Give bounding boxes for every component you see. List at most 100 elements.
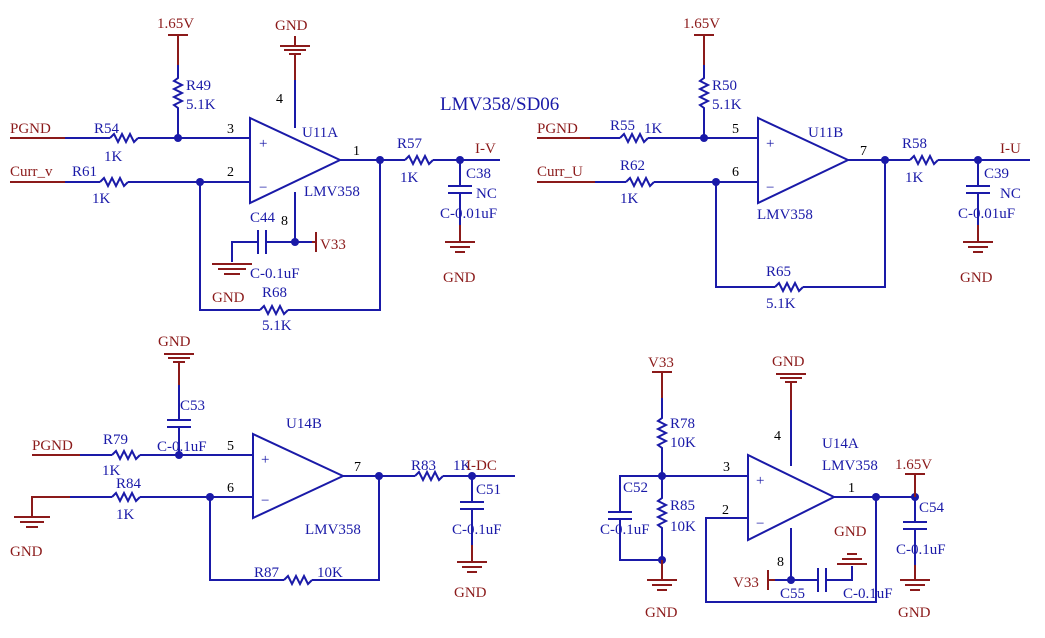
gnd-label: GND [772, 354, 805, 370]
gnd-label: GND [454, 585, 487, 601]
r65-ref: R65 [766, 264, 791, 280]
c52-ref: C52 [623, 480, 648, 496]
r57-value: 1K [400, 170, 419, 186]
pin-number: 2 [722, 503, 729, 518]
pin-number: 7 [860, 144, 867, 159]
r62-resistor [625, 175, 655, 189]
iv-net-label: I-V [475, 141, 496, 157]
plus-sign: + [766, 136, 774, 152]
gnd-label: GND [275, 18, 308, 34]
gnd-label: GND [443, 270, 476, 286]
pin-number: 4 [774, 429, 781, 444]
c39-ref: C39 [984, 166, 1009, 182]
c52-part: C-0.1uF [600, 522, 650, 538]
u14a-opamp [747, 453, 837, 542]
wire [619, 519, 662, 561]
gnd-label: GND [898, 605, 931, 621]
c54-part: C-0.1uF [896, 542, 946, 558]
r49-resistor [171, 65, 185, 138]
u11b-ref: U11B [808, 125, 843, 141]
r79-resistor [111, 448, 141, 462]
wire [199, 182, 260, 311]
pin-number: 1 [848, 481, 855, 496]
v165-label: 1.65V [157, 16, 194, 32]
u14b-circuit: GND C53 C-0.1uF PGND R79 1K 5 GND R84 1K… [10, 334, 515, 601]
r55-ref: R55 [610, 118, 635, 134]
r78-ref: R78 [670, 416, 695, 432]
u14b-ref: U14B [286, 416, 322, 432]
gnd-label: GND [10, 544, 43, 560]
r68-value: 5.1K [262, 318, 292, 334]
u11a-ref: U11A [302, 125, 338, 141]
r50-value: 5.1K [712, 97, 742, 113]
c39-value: NC [1000, 186, 1021, 202]
u14a-ref: U14A [822, 436, 859, 452]
gnd-label: GND [158, 334, 191, 350]
c51-ref: C51 [476, 482, 501, 498]
r61-resistor [99, 175, 129, 189]
r65-resistor [774, 280, 804, 294]
u14a-part: LMV358 [822, 458, 878, 474]
r84-value: 1K [116, 507, 135, 523]
c38-ref: C38 [466, 166, 491, 182]
c38-value: NC [476, 186, 497, 202]
c51-part: C-0.1uF [452, 522, 502, 538]
r55-value: 1K [644, 121, 663, 137]
r65-value: 5.1K [766, 296, 796, 312]
plus-sign: + [261, 452, 269, 468]
wire [715, 182, 775, 288]
v33-label: V33 [648, 355, 674, 371]
r61-ref: R61 [72, 164, 97, 180]
wire [803, 160, 886, 288]
minus-sign: − [261, 493, 269, 509]
r79-value: 1K [102, 463, 121, 479]
r85-value: 10K [670, 519, 696, 535]
r58-resistor [909, 153, 939, 167]
pin-number: 3 [723, 460, 730, 475]
wire [619, 475, 662, 512]
wire [288, 160, 381, 311]
pin-number: 5 [732, 122, 739, 137]
c54-ref: C54 [919, 500, 945, 516]
pin-number: 6 [732, 165, 739, 180]
pgnd-net-label: PGND [537, 121, 578, 137]
v33-label: V33 [320, 237, 346, 253]
u11b-part: LMV358 [757, 207, 813, 223]
junction [872, 493, 880, 501]
u11a-opamp [249, 116, 343, 205]
wire [231, 241, 258, 262]
u14b-opamp [252, 432, 346, 520]
r83-resistor [414, 469, 444, 483]
c53-part: C-0.1uF [157, 439, 207, 455]
minus-sign: − [756, 516, 764, 532]
r85-resistor [655, 476, 669, 560]
pin-number: 7 [354, 460, 361, 475]
u11b-circuit: 1.65V R50 5.1K PGND R55 1K 5 Curr_U R62 … [537, 16, 1030, 312]
c38-part: C-0.01uF [440, 206, 497, 222]
plus-sign: + [259, 136, 267, 152]
c55-ref: C55 [780, 586, 805, 602]
wire [705, 497, 877, 603]
minus-sign: − [259, 180, 267, 196]
r61-value: 1K [92, 191, 111, 207]
r58-ref: R58 [902, 136, 927, 152]
wire [826, 566, 853, 581]
wire [312, 476, 380, 581]
r54-resistor [109, 131, 139, 145]
curr-u-net-label: Curr_U [537, 164, 583, 180]
r85-ref: R85 [670, 498, 695, 514]
u11a-part: LMV358 [304, 184, 360, 200]
c55-part: C-0.1uF [843, 586, 893, 602]
r57-ref: R57 [397, 136, 423, 152]
pin-number: 6 [227, 481, 234, 496]
r55-resistor [619, 131, 649, 145]
pin-number: 8 [281, 214, 288, 229]
r78-value: 10K [670, 435, 696, 451]
gnd-label: GND [960, 270, 993, 286]
r83-value: 1K [453, 458, 472, 474]
wire [209, 497, 284, 581]
r83-ref: R83 [411, 458, 436, 474]
v33-label: V33 [733, 575, 759, 591]
r49-ref: R49 [186, 78, 211, 94]
pin-number: 2 [227, 165, 234, 180]
